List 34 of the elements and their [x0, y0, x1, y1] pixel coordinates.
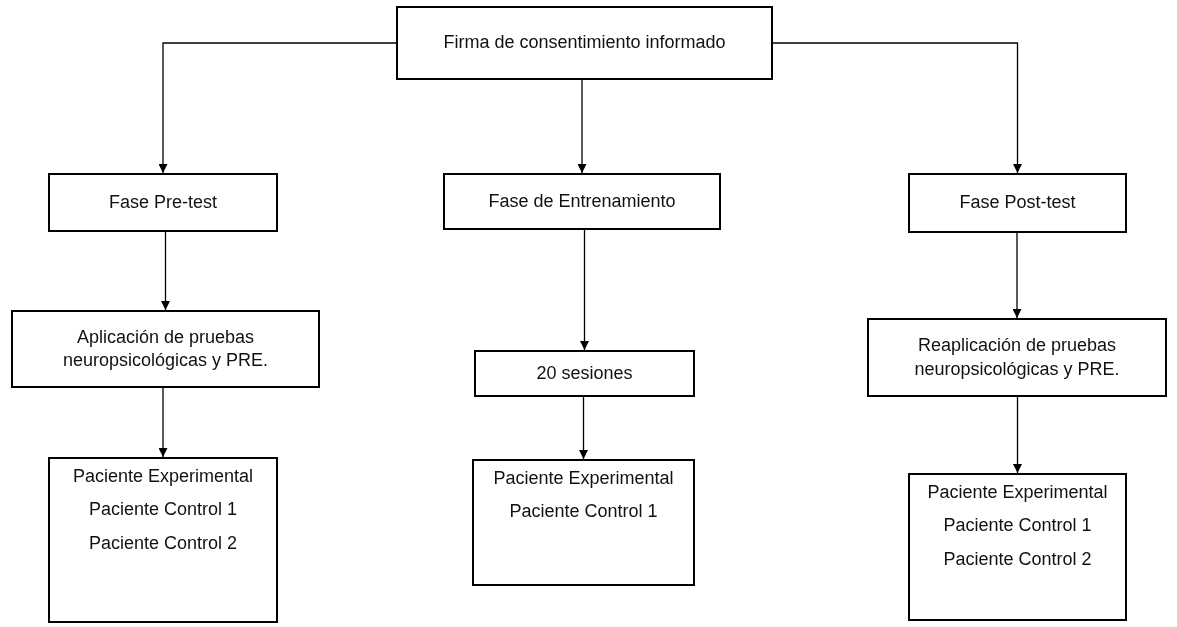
arrow — [579, 396, 588, 460]
box-text: Paciente Control 1 — [943, 514, 1092, 538]
process-box — [443, 173, 721, 230]
process-box — [396, 6, 773, 80]
process-box — [908, 173, 1127, 233]
box-text: Fase Post-test — [959, 191, 1076, 215]
arrow — [158, 42, 397, 174]
box-text: Paciente Experimental — [927, 481, 1108, 504]
box-text: Fase Pre-test — [108, 190, 217, 214]
box-text: Reaplicación de pruebas neuropsicológicas y PRE. — [913, 334, 1121, 381]
arrow — [580, 229, 589, 351]
box-text: 20 sesiones — [536, 361, 633, 385]
box-text: Firma de consentimiento informado — [443, 31, 726, 55]
box-text: Paciente Experimental — [72, 465, 254, 488]
process-box — [48, 457, 278, 623]
process-box — [867, 318, 1167, 397]
arrow — [1012, 232, 1022, 319]
box-text: Aplicación de pruebas neuropsicológicas y PRE. — [61, 325, 270, 372]
process-box — [48, 173, 278, 232]
process-box — [908, 473, 1127, 621]
box-text: Paciente Experimental — [493, 467, 674, 490]
box-text: Fase de Entrenamiento — [488, 189, 676, 213]
arrow — [577, 79, 587, 174]
process-box — [474, 350, 695, 397]
arrow — [161, 231, 170, 311]
box-text: Paciente Control 2 — [943, 547, 1092, 571]
arrow — [158, 387, 168, 458]
box-text: Paciente Control 1 — [88, 498, 238, 522]
box-text: Paciente Control 1 — [509, 500, 658, 524]
arrow — [1013, 396, 1022, 474]
arrow — [772, 42, 1022, 174]
process-box — [472, 459, 695, 586]
box-text: Paciente Control 2 — [88, 531, 238, 555]
process-box — [11, 310, 320, 388]
